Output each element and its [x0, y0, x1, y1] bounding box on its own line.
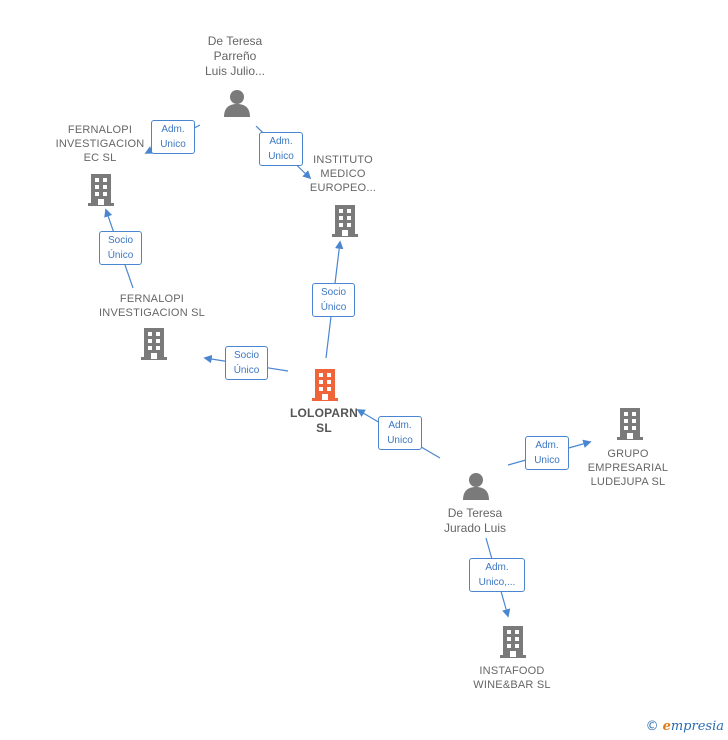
building-icon-focus: [312, 369, 338, 401]
brand-logo-e: e: [662, 719, 671, 734]
node-instituto-medico-europeo[interactable]: INSTITUTO MEDICO EUROPEO...: [309, 154, 377, 194]
edge-label-adm-unico[interactable]: Adm. Unico: [378, 416, 422, 450]
empresia-watermark: ©empresia: [646, 719, 724, 734]
node-fernalopi-investigacion-ec[interactable]: FERNALOPI INVESTIGACION EC SL: [55, 124, 145, 164]
building-icon: [141, 328, 167, 360]
node-teresa-jurado[interactable]: De Teresa Jurado Luis: [443, 506, 507, 535]
edge-label-adm-unico[interactable]: Adm. Unico: [151, 120, 195, 154]
node-loloparn[interactable]: LOLOPARN SL: [289, 406, 359, 435]
building-icon: [617, 408, 643, 440]
node-teresa-parreno[interactable]: De Teresa Parreño Luis Julio...: [204, 34, 266, 78]
edge-label-adm-unico-more[interactable]: Adm. Unico,...: [469, 558, 525, 592]
brand-logo-text: mpresia: [670, 719, 724, 734]
edge-label-socio-unico[interactable]: Socio Único: [99, 231, 142, 265]
building-icon: [500, 626, 526, 658]
building-icon: [332, 205, 358, 237]
person-icon: [224, 90, 250, 117]
person-icon: [463, 473, 489, 500]
node-fernalopi-investigacion-sl[interactable]: FERNALOPI INVESTIGACION SL: [99, 293, 205, 319]
edge-label-socio-unico[interactable]: Socio Único: [225, 346, 268, 380]
copyright-symbol: ©: [645, 719, 659, 734]
node-grupo-empresarial-ludejupa[interactable]: GRUPO EMPRESARIAL LUDEJUPA SL: [587, 448, 669, 488]
edge-label-adm-unico[interactable]: Adm. Unico: [259, 132, 303, 166]
edge-label-adm-unico[interactable]: Adm. Unico: [525, 436, 569, 470]
edge-label-socio-unico[interactable]: Socio Único: [312, 283, 355, 317]
node-instafood-wine-bar[interactable]: INSTAFOOD WINE&BAR SL: [473, 665, 551, 691]
building-icon: [88, 174, 114, 206]
